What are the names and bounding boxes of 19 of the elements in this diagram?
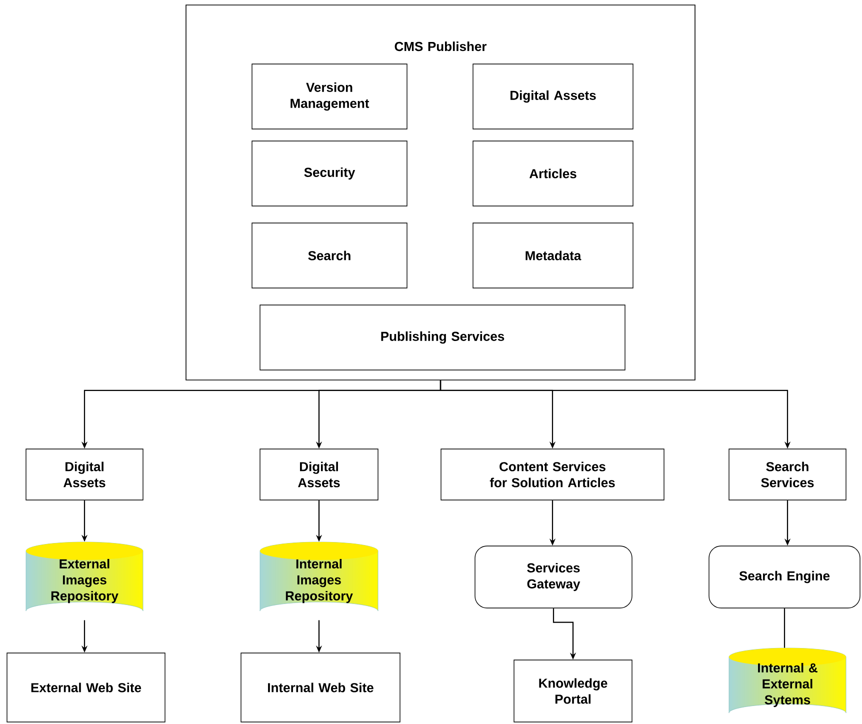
database-cylinder: Internal & External Sytems (728, 648, 846, 714)
process-box: Digital Assets (472, 64, 634, 130)
process-box: Metadata (472, 222, 634, 288)
process-box: Digital Assets (260, 448, 378, 500)
process-box: Search Services (728, 448, 846, 500)
process-box: Version Management (252, 64, 408, 130)
process-box: Search (252, 222, 408, 288)
database-cylinder: External Images Repository (26, 542, 144, 612)
database-cylinder: Internal Images Repository (260, 542, 378, 612)
process-box: Knowledge Portal (514, 660, 632, 722)
process-box: Security (252, 140, 408, 206)
process-box: Content Services for Solution Articles (440, 448, 664, 500)
process-box: External Web Site (6, 652, 166, 722)
rounded-box: Search Engine (708, 546, 860, 608)
rounded-box: Services Gateway (474, 546, 632, 608)
process-box: Internal Web Site (240, 652, 400, 722)
process-box: Publishing Services (260, 304, 626, 370)
process-box: Digital Assets (26, 448, 144, 500)
process-box: Articles (472, 140, 634, 206)
